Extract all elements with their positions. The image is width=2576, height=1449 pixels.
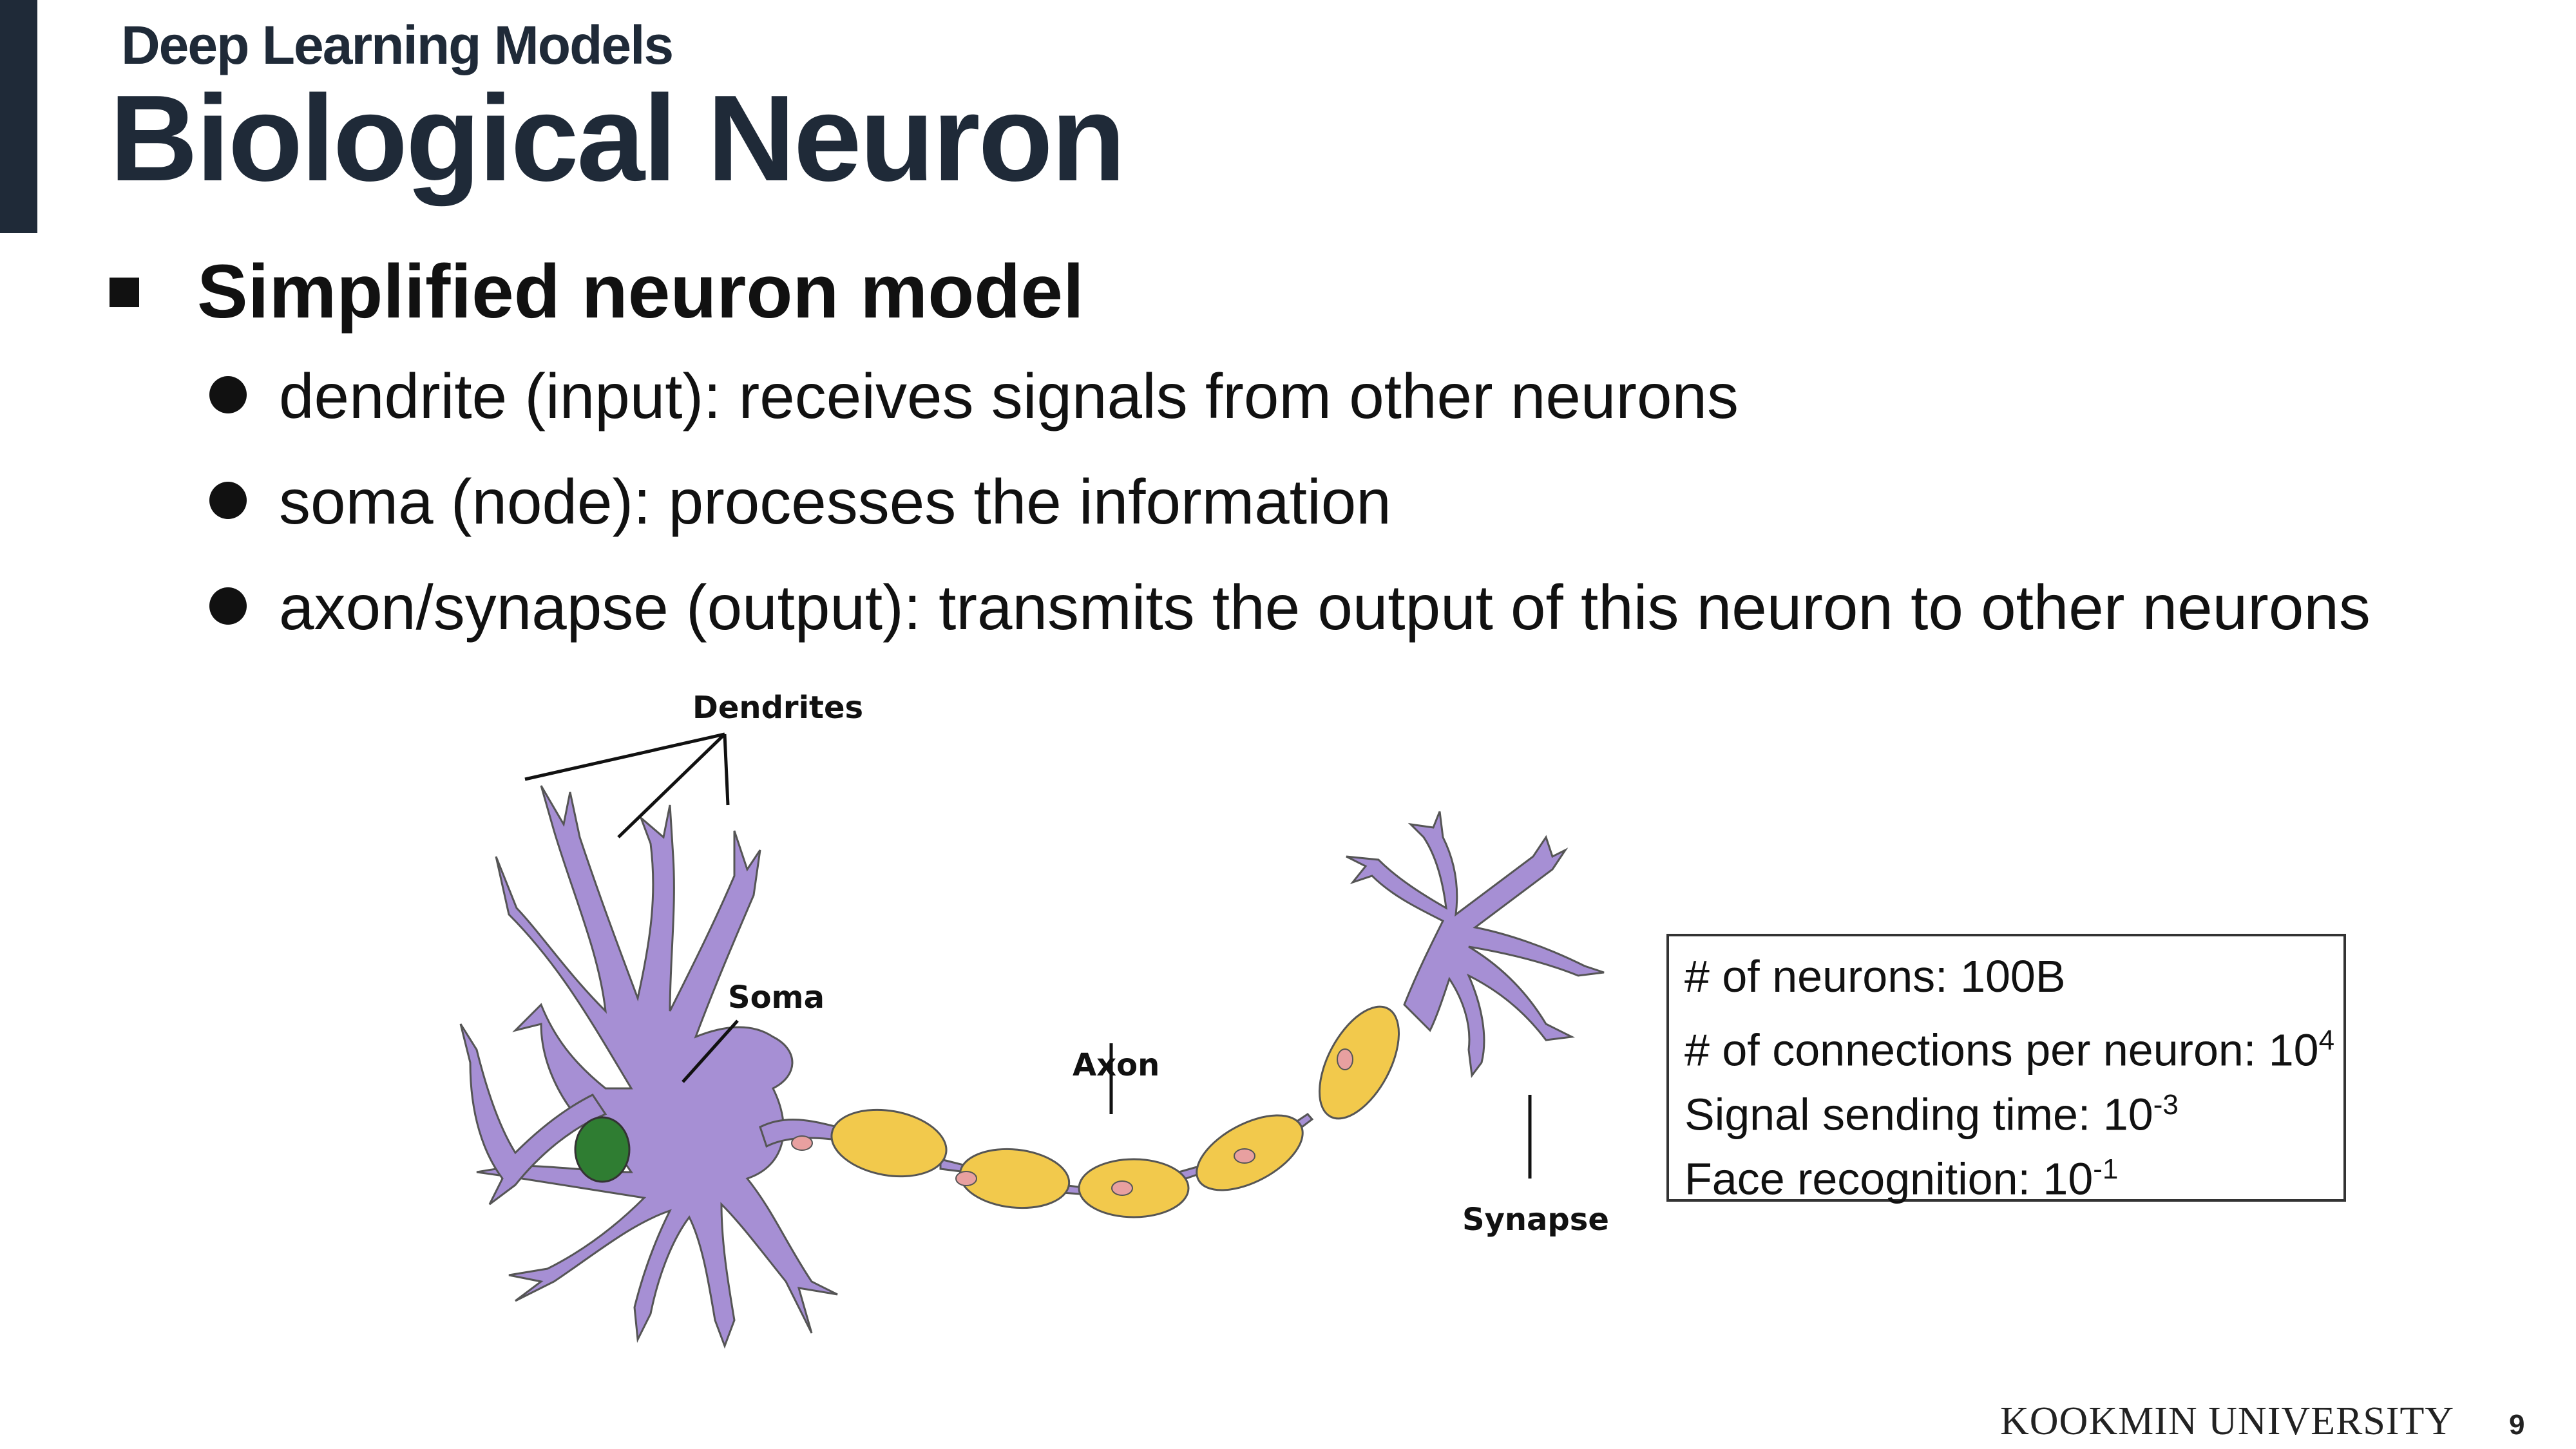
main-bullet-text: Simplified neuron model	[197, 249, 1084, 334]
list-item: axon/synapse (output): transmits the out…	[209, 572, 2371, 677]
stat-neurons: # of neurons: 100B	[1684, 951, 2066, 1001]
stat-face-recognition: Face recognition: 10-1	[1684, 1153, 2119, 1204]
dendrites-label: Dendrites	[692, 690, 863, 726]
stat-connections: # of connections per neuron: 104	[1684, 1025, 2335, 1075]
header-accent-bar	[0, 0, 37, 233]
node-spots	[791, 1048, 1353, 1196]
sub-bullet-list: dendrite (input): receives signals from …	[209, 361, 2371, 677]
page-number: 9	[2509, 1409, 2525, 1441]
synapse-label: Synapse	[1462, 1202, 1609, 1238]
nucleus	[574, 1116, 631, 1183]
dot-bullet-icon	[209, 482, 247, 520]
square-bullet-icon	[110, 277, 139, 307]
dot-bullet-icon	[209, 376, 247, 414]
neuron-stats-box: # of neurons: 100B # of connections per …	[1666, 934, 2346, 1204]
leader-lines	[524, 732, 1532, 1179]
sub-bullet-text: axon/synapse (output): transmits the out…	[279, 572, 2371, 643]
list-item: dendrite (input): receives signals from …	[209, 361, 2371, 466]
axon-label: Axon	[1073, 1047, 1159, 1083]
dot-bullet-icon	[209, 587, 247, 625]
slide-title: Biological Neuron	[110, 70, 1126, 207]
course-title: Deep Learning Models	[121, 15, 674, 75]
sub-bullet-text: soma (node): processes the information	[279, 466, 1391, 537]
sub-bullet-text: dendrite (input): receives signals from …	[279, 361, 1739, 431]
university-logo-text: KOOKMIN UNIVERSITY	[2000, 1399, 2455, 1443]
soma-label: Soma	[728, 980, 825, 1016]
neuron-body	[459, 785, 1605, 1349]
main-bullet: Simplified neuron model	[110, 248, 1084, 336]
list-item: soma (node): processes the information	[209, 466, 2371, 572]
neuron-diagram: Dendrites Soma Axon Synapse	[459, 690, 1609, 1349]
myelin-sheaths	[830, 1005, 1400, 1218]
stat-signal-time: Signal sending time: 10-3	[1684, 1089, 2179, 1140]
